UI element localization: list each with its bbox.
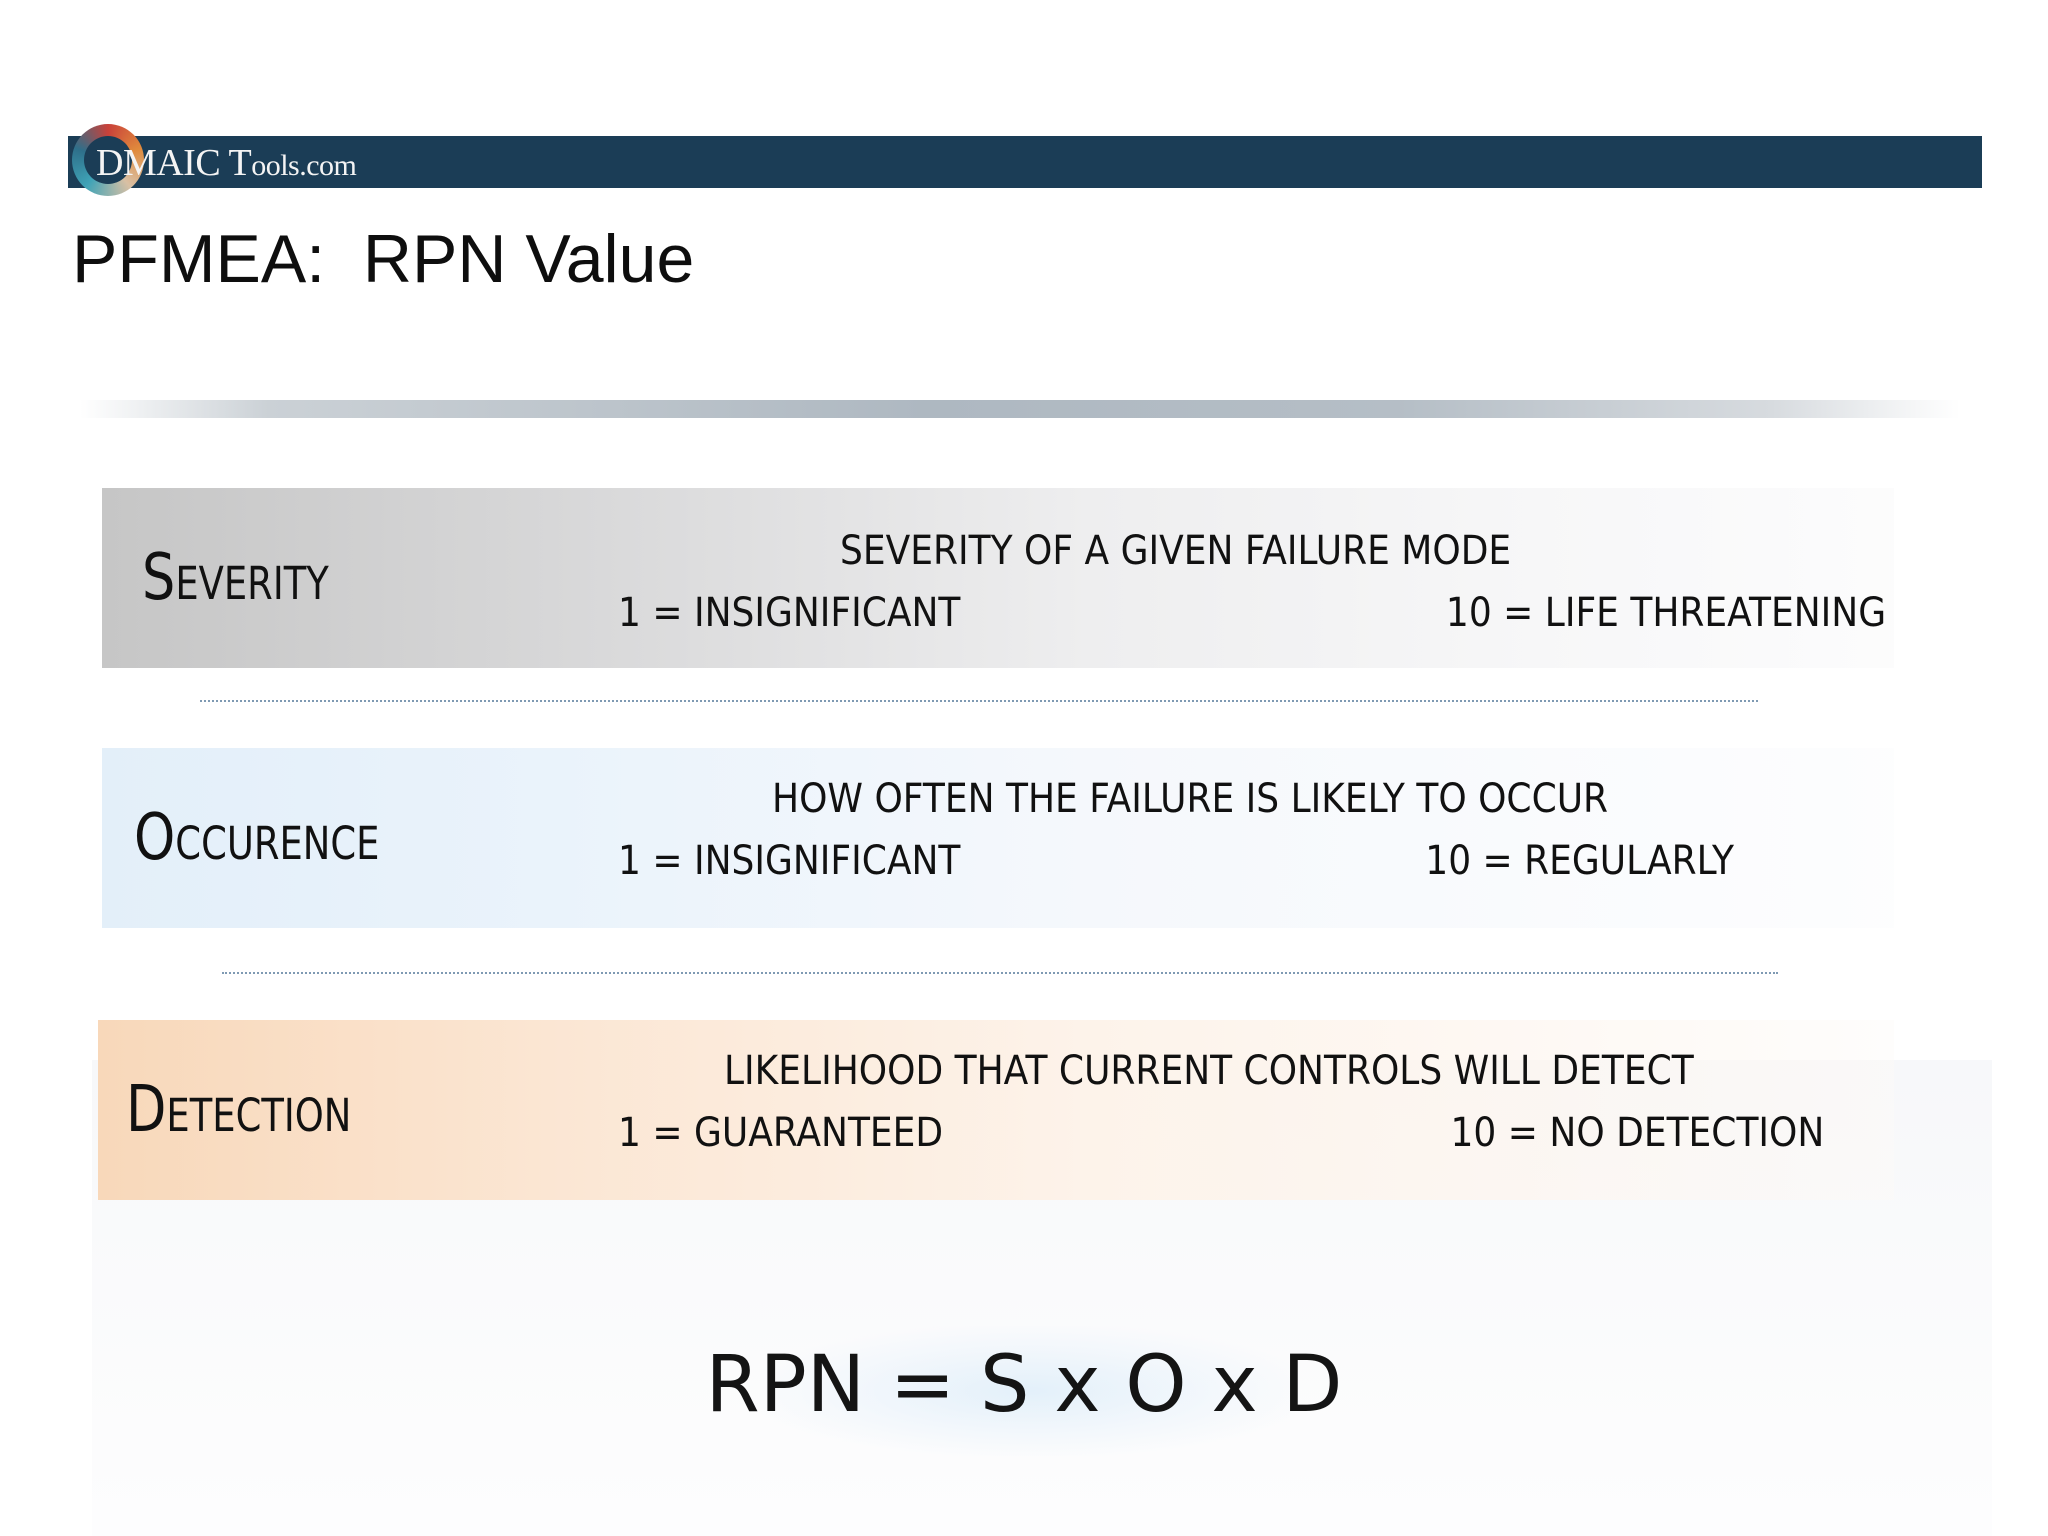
detection-description: LIKELIHOOD THAT CURRENT CONTROLS WILL DE… (724, 1048, 1694, 1094)
header-bar (68, 136, 1982, 188)
occurrence-label: Occurence (134, 801, 380, 875)
severity-description: SEVERITY OF A GIVEN FAILURE MODE (840, 528, 1512, 574)
rpn-formula: RPN = S x O x D (705, 1340, 1343, 1430)
formula-highlight (760, 1326, 1300, 1456)
occurrence-scale-low: 1 = INSIGNIFICANT (618, 838, 961, 884)
occurrence-scale-high: 10 = REGULARLY (1425, 838, 1734, 884)
occurrence-row: Occurence (102, 748, 1894, 928)
detection-row: Detection (98, 1020, 1894, 1200)
title-separator (80, 400, 1960, 418)
severity-row: Severity (102, 488, 1894, 668)
logo-ring-icon (72, 124, 144, 196)
detection-scale-high: 10 = NO DETECTION (1450, 1110, 1824, 1156)
severity-scale-low: 1 = INSIGNIFICANT (618, 590, 961, 636)
page-title: PFMEA: RPN Value (72, 221, 695, 297)
detection-scale-low: 1 = GUARANTEED (618, 1110, 944, 1156)
severity-scale-high: 10 = LIFE THREATENING (1445, 590, 1886, 636)
row-divider (200, 700, 1758, 702)
logo: DMAIC Tools.com (96, 142, 357, 184)
row-divider (222, 972, 1778, 974)
severity-label: Severity (142, 541, 329, 615)
detection-label: Detection (126, 1073, 352, 1147)
occurrence-description: HOW OFTEN THE FAILURE IS LIKELY TO OCCUR (772, 776, 1609, 822)
